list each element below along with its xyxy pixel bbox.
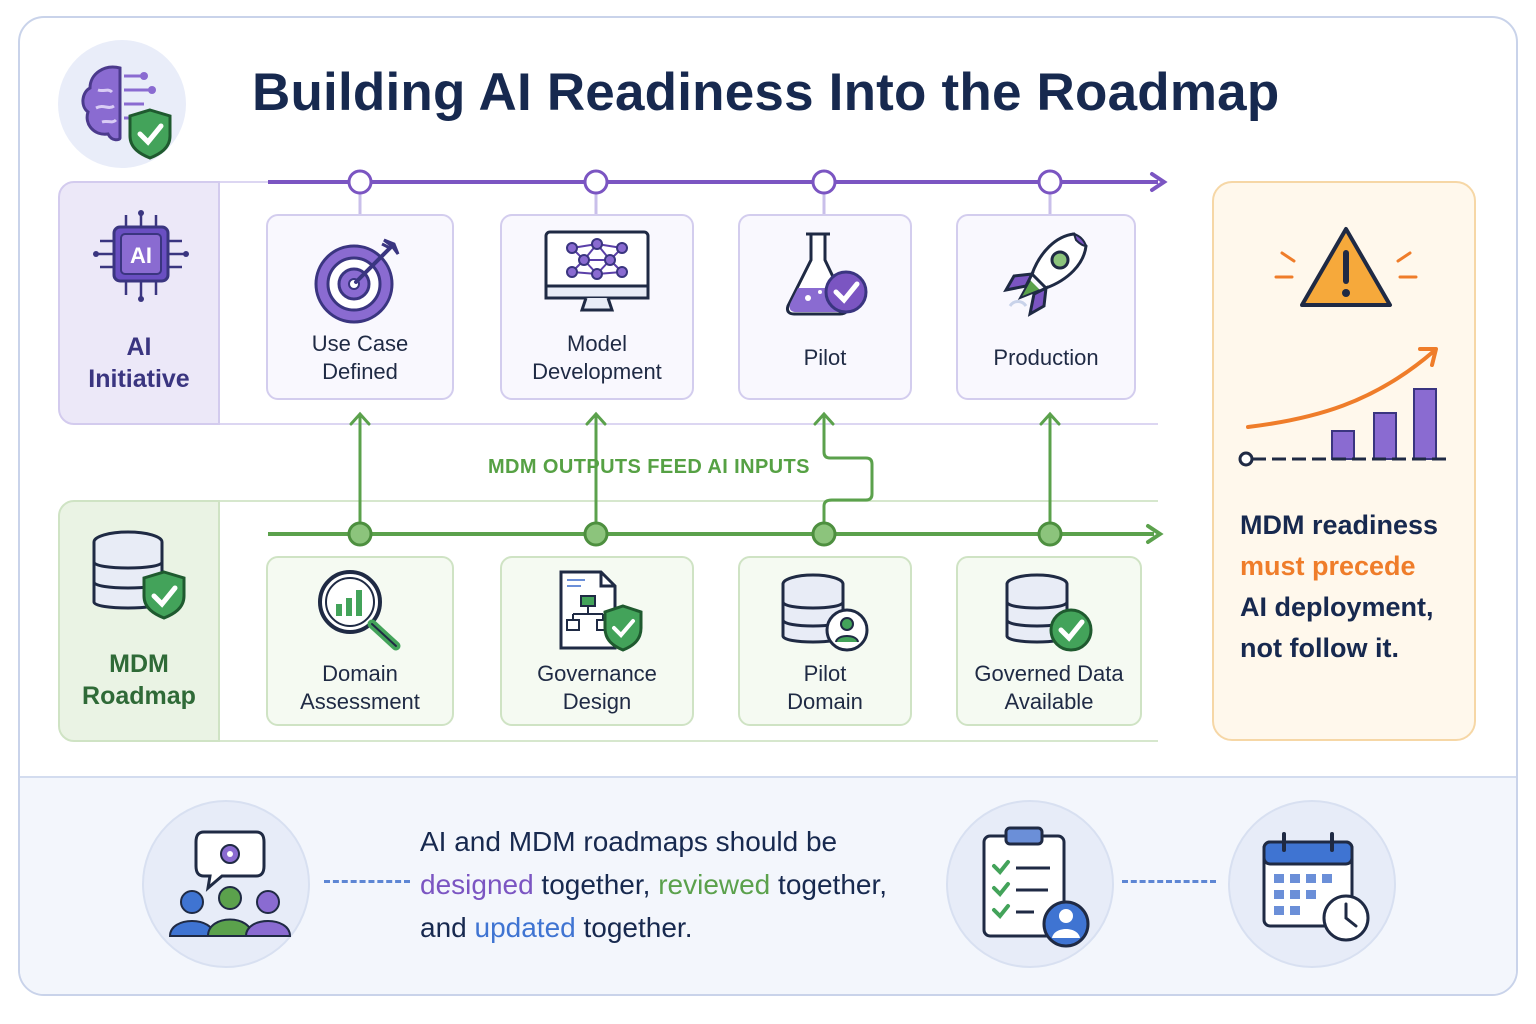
page-title: Building AI Readiness Into the Roadmap (252, 63, 1280, 122)
rocket-icon (996, 228, 1096, 324)
mdm-step-1-line2: Assessment (300, 689, 420, 714)
mdm-node-1 (347, 521, 373, 547)
lane-ai-line1: AI (126, 333, 152, 361)
ai-step-model-development: Model Development (500, 214, 694, 400)
ai-lane-top-border (220, 181, 1158, 183)
mdm-step-pilot-domain: Pilot Domain (738, 556, 912, 726)
growth-chart-icon (1234, 343, 1454, 473)
mdm-timeline-arrowhead (1146, 524, 1164, 544)
mdm-node-2 (583, 521, 609, 547)
mdm-step-2-line1: Governance (537, 661, 657, 686)
mdm-step-4-line2: Available (1004, 689, 1094, 714)
word-together-2: together, (770, 869, 888, 900)
summary-line1: AI and MDM roadmaps should be (420, 826, 838, 857)
connector-dash-left (324, 880, 410, 883)
ai-step-use-case-defined: Use Case Defined (266, 214, 454, 400)
feed-connector-3 (822, 414, 874, 536)
database-check-icon (1003, 572, 1095, 654)
connector-label: MDM OUTPUTS FEED AI INPUTS (488, 456, 810, 478)
mdm-step-1-line1: Domain (322, 661, 398, 686)
ai-step-2-line1: Model (567, 331, 627, 356)
flask-check-icon (778, 228, 872, 318)
mdm-step-4-line1: Governed Data (974, 661, 1124, 686)
mdm-lane-bottom-border (220, 740, 1158, 742)
ai-step-1-line2: Defined (322, 359, 398, 384)
calendar-clock-icon (1228, 800, 1396, 968)
mdm-step-3-line2: Domain (787, 689, 863, 714)
svg-text:AI: AI (130, 243, 152, 268)
database-user-icon (779, 572, 871, 654)
callout-line4: not follow it. (1240, 633, 1399, 663)
mdm-step-governed-data-available: Governed Data Available (956, 556, 1142, 726)
ai-step-3-line1: Pilot (803, 345, 847, 370)
readiness-callout: MDM readiness must precede AI deployment… (1212, 181, 1476, 741)
callout-line3: AI deployment, (1240, 592, 1434, 622)
lane-mdm-line1: MDM (109, 650, 169, 678)
database-shield-icon (88, 526, 198, 626)
callout-text: MDM readiness must precede AI deployment… (1240, 505, 1470, 669)
ai-step-production: Production (956, 214, 1136, 400)
summary-line3: and updated together. (420, 906, 940, 949)
mdm-step-governance-design: Governance Design (500, 556, 694, 726)
team-discussion-icon (142, 800, 310, 968)
ai-step-1-line1: Use Case (311, 331, 409, 356)
brain-shield-icon (58, 40, 186, 168)
mdm-lane-top-border (220, 500, 1158, 502)
word-together-1: together, (533, 869, 659, 900)
document-flowchart-icon (547, 568, 647, 652)
callout-line2: must precede (1240, 551, 1416, 581)
checklist-user-icon (946, 800, 1114, 968)
word-designed: designed (420, 869, 534, 900)
lane-ai-line2: Initiative (88, 365, 190, 393)
ai-step-2-line2: Development (532, 359, 662, 384)
word-together-3: together. (575, 912, 693, 943)
diagram-frame: Building AI Readiness Into the Roadmap A… (18, 16, 1518, 996)
word-and: and (420, 912, 475, 943)
word-updated: updated (474, 912, 576, 943)
lane-label-mdm-roadmap: MDM Roadmap (58, 500, 220, 742)
lane-label-ai-initiative: AI AI Initiative (58, 181, 220, 425)
ai-chip-icon: AI (86, 209, 196, 309)
mdm-step-domain-assessment: Domain Assessment (266, 556, 454, 726)
callout-line1: MDM readiness (1240, 510, 1439, 540)
warning-icon (1268, 223, 1424, 313)
ai-step-pilot: Pilot (738, 214, 912, 400)
ai-lane-bottom-border (220, 423, 1158, 425)
summary-line2: designed together, reviewed together, (420, 863, 940, 906)
ai-step-4-line1: Production (993, 345, 1099, 370)
mdm-step-2-line2: Design (562, 689, 632, 714)
connector-dash-right (1122, 880, 1216, 883)
lane-mdm-line2: Roadmap (82, 682, 196, 710)
mdm-step-3-line1: Pilot (803, 661, 847, 686)
monitor-network-icon (542, 230, 652, 312)
word-reviewed: reviewed (658, 869, 771, 900)
magnifier-chart-icon (314, 568, 406, 652)
target-icon (312, 230, 408, 326)
mdm-node-3 (811, 521, 837, 547)
mdm-node-4 (1037, 521, 1063, 547)
summary-statement: AI and MDM roadmaps should be designed t… (420, 820, 940, 949)
